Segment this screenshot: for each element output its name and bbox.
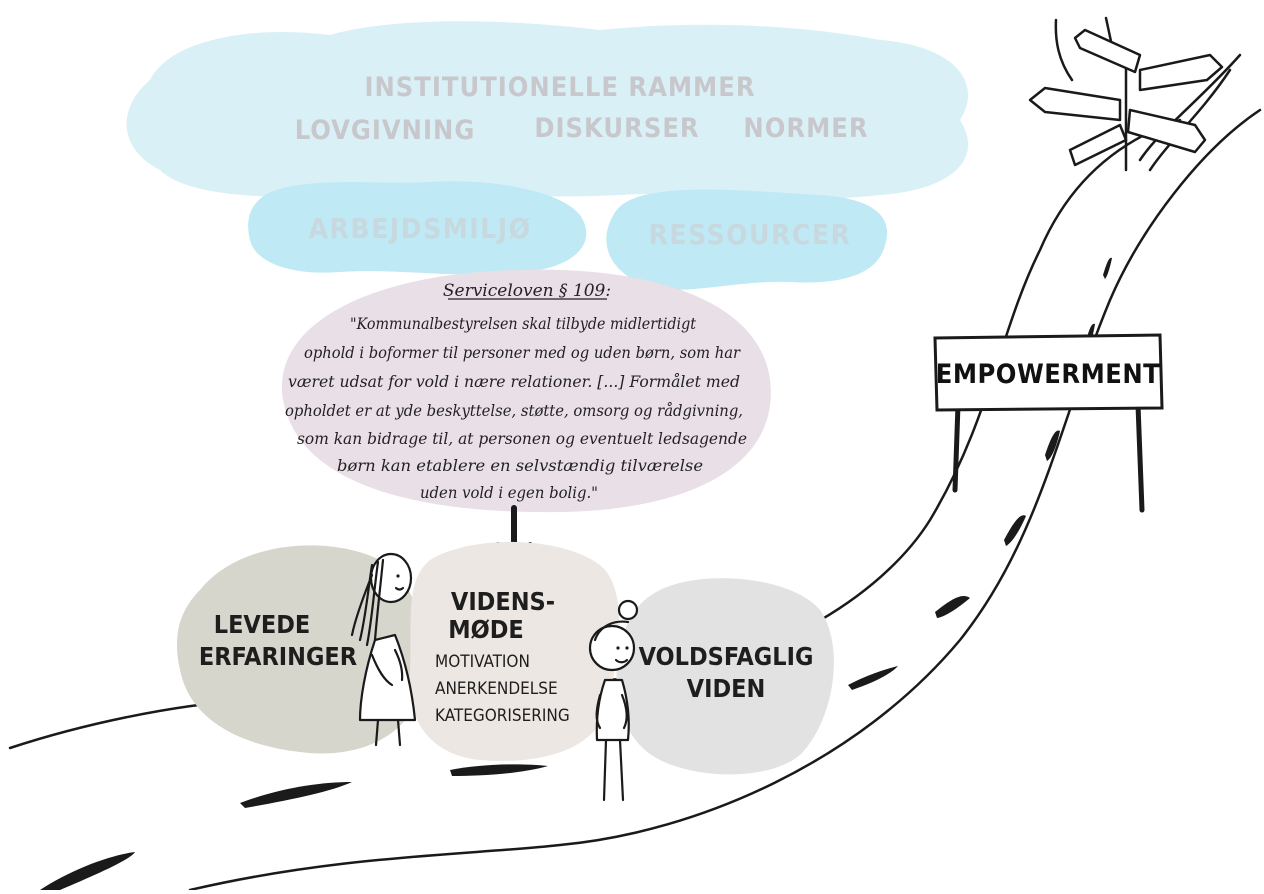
person-hair-bun-icon <box>588 599 639 802</box>
cloud-work-environment-frame <box>248 181 587 275</box>
blob-meeting-line2: MØDE <box>448 615 524 644</box>
blob-meeting-line1: VIDENS- <box>451 587 555 616</box>
cloud-norms-label: NORMER <box>743 113 868 144</box>
speech-bubble-line: "Kommunalbestyrelsen skal tilbyde midler… <box>350 315 697 333</box>
cloud-work-environment-label: ARBEJDSMILJØ <box>309 212 532 245</box>
empowerment-sign: EMPOWERMENT <box>933 333 1164 513</box>
cloud-discourses-label: DISKURSER <box>534 113 699 144</box>
blob-violence-line1: VOLDSFAGLIG <box>639 642 814 671</box>
blob-lived-line2: ERFARINGER <box>199 642 357 671</box>
blob-violence-line2: VIDEN <box>687 674 766 703</box>
speech-bubble-line: været udsat for vold i nære relationer. … <box>288 373 740 391</box>
person-long-hair-icon <box>350 552 417 747</box>
blob-meeting-item: ANERKENDELSE <box>435 679 558 699</box>
speech-bubble-line: børn kan etablere en selvstændig tilvære… <box>337 457 703 475</box>
cloud-institutional-title: INSTITUTIONELLE RAMMER <box>364 72 755 103</box>
speech-bubble-line: ophold i boformer til personer med og ud… <box>304 344 742 362</box>
cloud-institutional-frame <box>126 21 969 199</box>
speech-bubble-line: som kan bidrage til, at personen og even… <box>297 430 747 448</box>
blob-knowledge-meeting <box>409 541 620 761</box>
cloud-law-label: LOVGIVNING <box>295 115 476 146</box>
crossroad-signpost <box>1028 16 1242 172</box>
cloud-resources-label: RESSOURCER <box>648 218 851 251</box>
speech-bubble-title: Serviceloven § 109: <box>443 281 611 301</box>
speech-bubble-line: opholdet er at yde beskyttelse, støtte, … <box>285 402 743 420</box>
speech-bubble-line: uden vold i egen bolig." <box>420 484 598 502</box>
speech-bubble-frame <box>281 269 771 513</box>
blob-lived-line1: LEVEDE <box>214 610 311 639</box>
blob-meeting-item: MOTIVATION <box>435 652 530 672</box>
empowerment-label: EMPOWERMENT <box>936 359 1161 390</box>
blob-violence-knowledge <box>616 578 834 775</box>
blob-meeting-item: KATEGORISERING <box>435 706 570 726</box>
cloud-resources-frame <box>606 189 888 290</box>
